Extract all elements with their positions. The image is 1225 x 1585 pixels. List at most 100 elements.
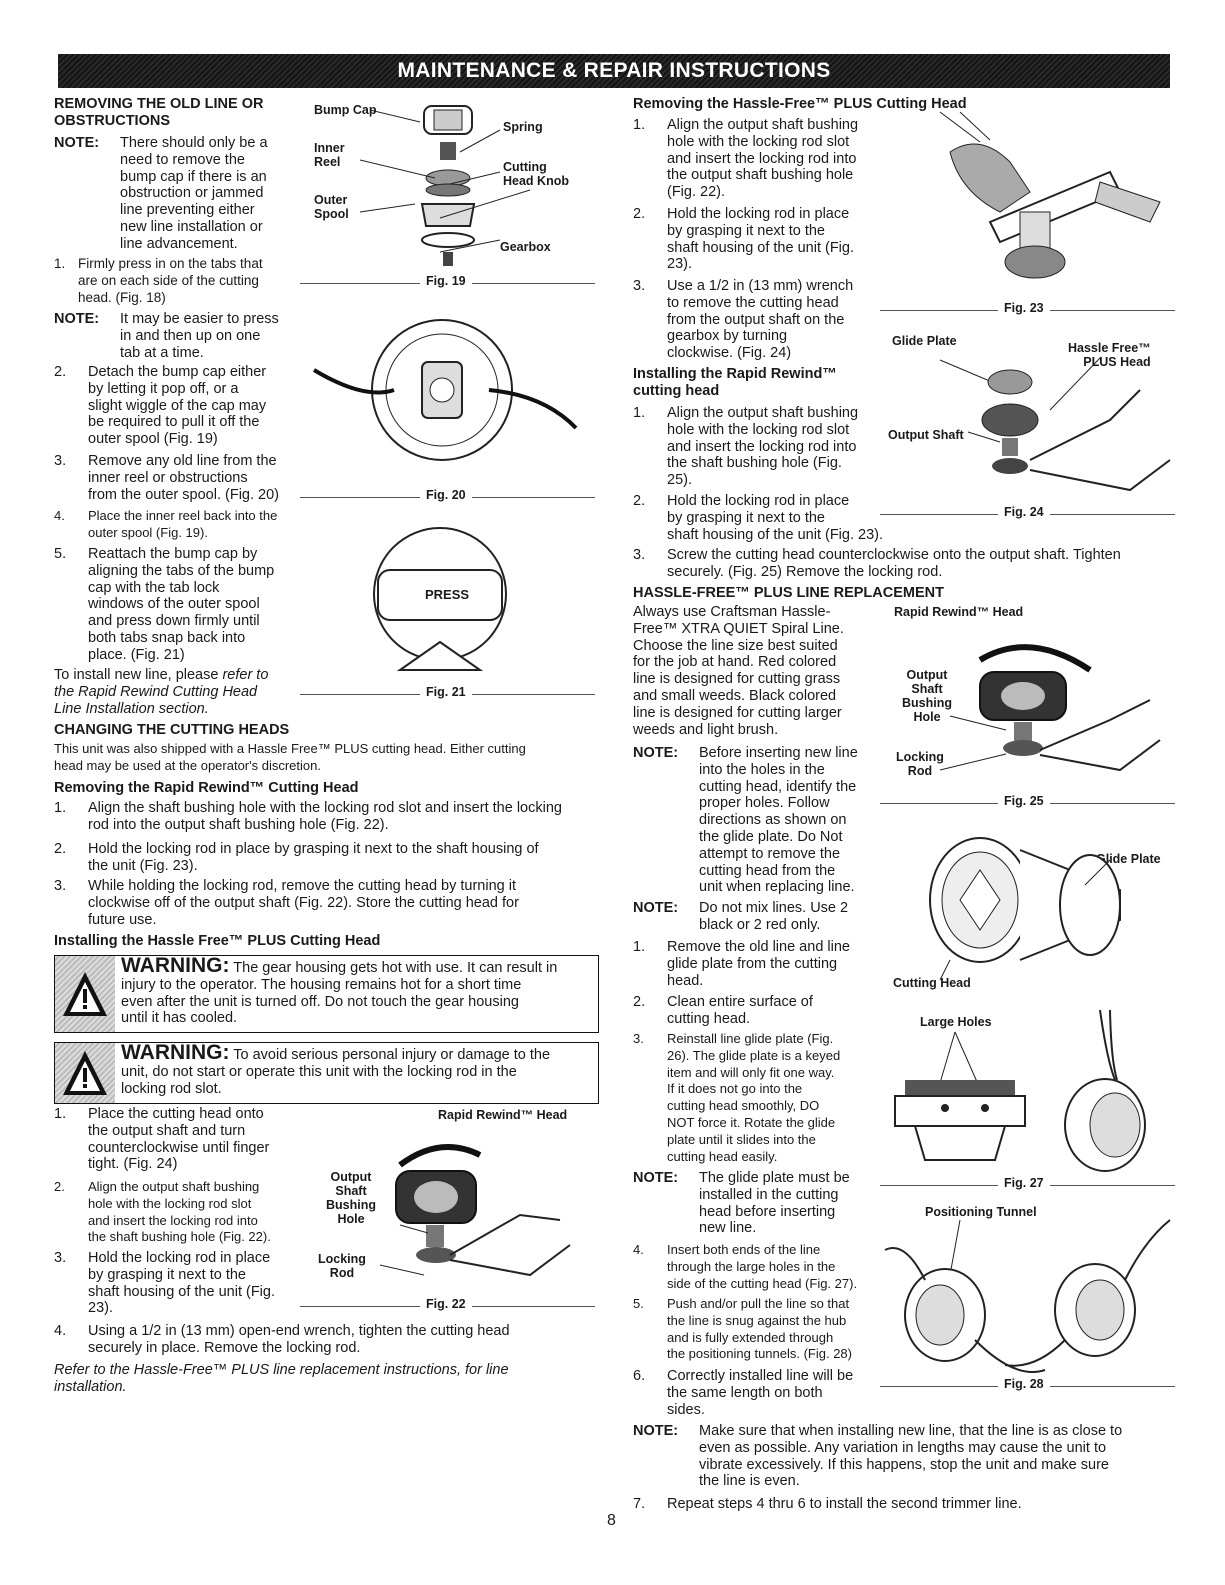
text-line: securely in place. Remove the locking ro… — [88, 1339, 361, 1356]
text-line: tight. (Fig. 24) — [88, 1156, 178, 1173]
fig25-illustration — [939, 644, 1161, 772]
text-line: Make sure that when installing new line,… — [699, 1423, 1123, 1439]
text-line: and is fully extended through — [667, 1329, 834, 1345]
text-line: hole with the locking rod slot — [667, 133, 850, 150]
label-glide-plate: Glide Plate — [892, 334, 957, 348]
text-line: (Fig. 22). — [667, 184, 726, 201]
text-line: the output shaft and turn — [88, 1122, 246, 1139]
label-spring: Spring — [503, 120, 543, 134]
text-line: rod into the output shaft bushing hole (… — [88, 816, 389, 833]
label-glide-plate-2: Glide Plate — [1096, 852, 1161, 866]
text-line: Detach the bump cap either — [88, 364, 267, 380]
text-line: need to remove the — [120, 151, 245, 168]
text-line: the line is even. — [699, 1473, 800, 1490]
rr-step-3: 3. While holding the locking rod, remove… — [54, 878, 519, 928]
text-line: vibrate excessively. If this happens, st… — [699, 1456, 1109, 1473]
text-line: Do not mix lines. Use 2 — [699, 900, 849, 916]
text-line: hole with the locking rod slot — [88, 1195, 252, 1211]
text-line: the unit (Fig. 23). — [88, 857, 198, 874]
text-line: hole with the locking rod slot — [667, 421, 850, 438]
text-line: weeds and light brush. — [633, 721, 779, 738]
refer-hassle-free-note: Refer to the Hassle-Free™ PLUS line repl… — [54, 1362, 509, 1396]
text-line: in and then up on one — [120, 327, 261, 344]
text-line: line preventing either — [120, 202, 255, 219]
text-line: by grasping it next to the — [667, 222, 825, 239]
text-line: clockwise. (Fig. 24) — [667, 345, 792, 362]
label-rapid-rewind-head: Rapid Rewind™ Head — [438, 1108, 568, 1122]
text-line: Align the shaft bushing hole with the lo… — [88, 800, 562, 816]
text-line: Insert both ends of the line — [667, 1242, 821, 1257]
label-bump-cap: Bump Cap — [314, 103, 377, 117]
heading-installing-hassle-free: Installing the Hassle Free™ PLUS Cutting… — [54, 933, 381, 949]
text-line: obstruction or jammed — [120, 185, 264, 202]
text-line: Align the output shaft bushing — [88, 1179, 260, 1194]
text-line: slight wiggle of the cap may — [88, 397, 267, 414]
text-line: Clean entire surface of — [667, 994, 813, 1010]
text-line: cutting head, identify the — [699, 778, 857, 795]
text-line: 23). — [667, 256, 692, 273]
text-line: the line is snug against the hub — [667, 1312, 847, 1328]
text-line: Hold the locking rod in place — [667, 206, 850, 222]
text-line: This unit was also shipped with a Hassle… — [54, 741, 526, 756]
text-line: cap with the tab lock — [88, 579, 220, 596]
label-large-holes: Large Holes — [920, 1015, 992, 1029]
text-line: counterclockwise until finger — [88, 1139, 270, 1156]
fig19-caption: Fig. 19 — [420, 274, 472, 288]
text-line: Hold the locking rod in place — [667, 493, 850, 509]
text-line: inner reel or obstructions — [88, 469, 248, 486]
text-line: the shaft bushing hole (Fig. — [667, 455, 842, 472]
text-line: aligning the tabs of the bump — [88, 562, 275, 579]
text-line: cutting head smoothly, DO — [667, 1098, 820, 1114]
text-line: The glide plate must be — [699, 1170, 850, 1186]
rr-step-1: 1. Align the shaft bushing hole with the… — [54, 800, 562, 833]
text-line: the positioning tunnels. (Fig. 28) — [667, 1346, 852, 1362]
text-line: black or 2 red only. — [699, 916, 821, 933]
text-line: Use a 1/2 in (13 mm) wrench — [667, 278, 854, 294]
text-line: from the outer spool. (Fig. 20) — [88, 486, 279, 503]
text-line: Align the output shaft bushing — [667, 405, 859, 421]
warning-locking-rod: WARNING: To avoid serious personal injur… — [54, 1042, 599, 1104]
text-line: If it does not go into the — [667, 1081, 803, 1097]
text-line: and insert the locking rod into — [88, 1212, 258, 1228]
text-line: the glide plate. Do Not — [699, 828, 843, 845]
fig28-illustration — [884, 1219, 1171, 1373]
label-gearbox: Gearbox — [500, 240, 551, 254]
text-line: and small weeds. Black colored — [633, 687, 837, 704]
line-step-7: 7. Repeat steps 4 thru 6 to install the … — [633, 1496, 1022, 1512]
text-line: Choose the line size best suited — [633, 637, 838, 654]
text-line: both tabs snap back into — [88, 629, 246, 646]
text-line: by letting it pop off, or a — [88, 380, 239, 397]
text-line: 23). — [88, 1300, 113, 1317]
fig22-illustration — [379, 1144, 571, 1277]
text-line: cutting head easily. — [667, 1148, 778, 1164]
text-line: shaft housing of the unit (Fig. — [88, 1283, 275, 1300]
text-line: proper holes. Follow — [699, 795, 830, 812]
fig22-caption: Fig. 22 — [420, 1297, 472, 1311]
changing-intro: This unit was also shipped with a Hassle… — [54, 741, 526, 775]
fig26-illustration — [929, 837, 1121, 981]
text-line: Free™ XTRA QUIET Spiral Line. — [633, 620, 844, 637]
text-line: tab at a time. — [120, 344, 204, 361]
fig27-illustration — [894, 1009, 1146, 1172]
text-line: even as possible. Any variation in lengt… — [699, 1439, 1107, 1456]
text-line: Always use Craftsman Hassle- — [633, 604, 831, 620]
text-line: attempt to remove the — [699, 845, 841, 862]
text-line: head may be used at the operator's discr… — [54, 757, 321, 773]
text-line: by grasping it next to the — [88, 1266, 246, 1283]
text-line: and insert the locking rod into — [667, 438, 857, 455]
text-line: Hold the locking rod in place by graspin… — [88, 841, 539, 857]
text-line: into the holes in the — [699, 761, 825, 778]
text-line: the output shaft bushing hole — [667, 167, 854, 184]
